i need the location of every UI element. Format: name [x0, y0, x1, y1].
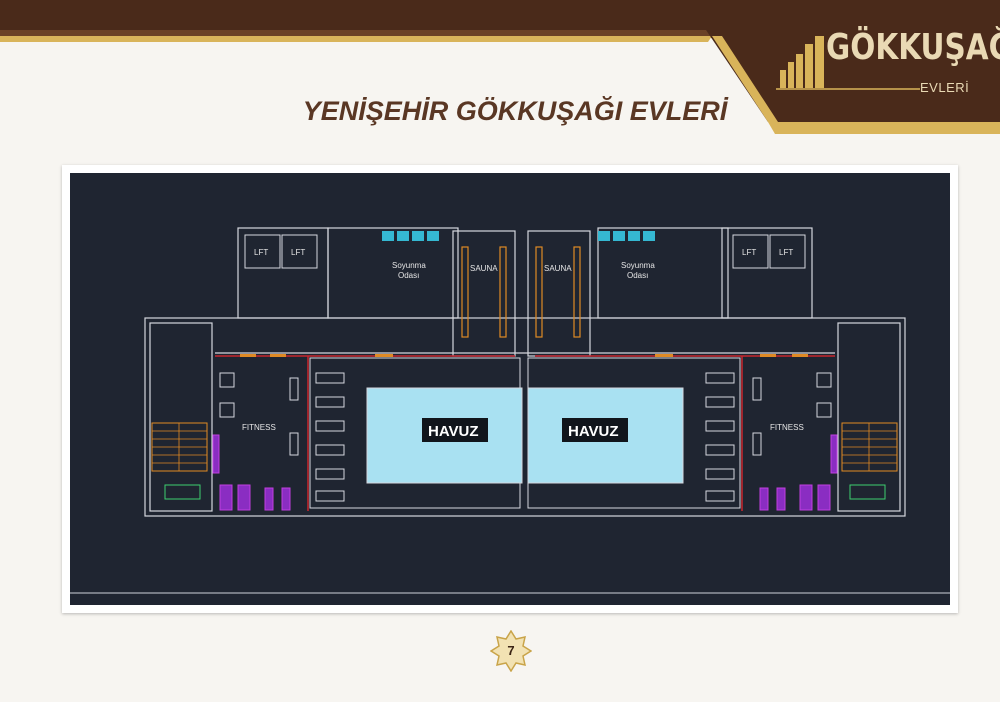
page-number: 7	[507, 643, 515, 658]
page-title: YENİŞEHİR GÖKKUŞAĞI EVLERİ	[302, 96, 728, 126]
changing-room-label: Soyunma	[621, 261, 655, 270]
floor-plan-drawing: LFT LFT LFT LFT Soyunma Odası Soyunma Od…	[70, 173, 950, 605]
fitness-label: FITNESS	[242, 423, 276, 432]
header-banner	[0, 0, 1000, 134]
pool-label-box	[562, 418, 628, 442]
pool-label: HAVUZ	[428, 423, 479, 440]
pool-label-box	[422, 418, 488, 442]
sauna-label: SAUNA	[470, 264, 498, 273]
page-number-badge-icon	[490, 630, 532, 672]
lift-label: LFT	[779, 248, 793, 257]
lift-label: LFT	[291, 248, 305, 257]
lift-label: LFT	[742, 248, 756, 257]
changing-room-label: Soyunma	[392, 261, 426, 270]
floor-plan-frame: LFT LFT LFT LFT Soyunma Odası Soyunma Od…	[62, 165, 958, 613]
brand-subtitle: EVLERİ	[920, 80, 970, 95]
changing-room-label: Odası	[627, 271, 648, 280]
pool-label: HAVUZ	[568, 423, 619, 440]
lift-label: LFT	[254, 248, 268, 257]
brand-name: GÖKKUŞAĞI	[826, 27, 1000, 68]
changing-room-label: Odası	[398, 271, 419, 280]
logo-buildings-icon	[780, 36, 824, 88]
sauna-label: SAUNA	[544, 264, 572, 273]
fitness-label: FITNESS	[770, 423, 804, 432]
